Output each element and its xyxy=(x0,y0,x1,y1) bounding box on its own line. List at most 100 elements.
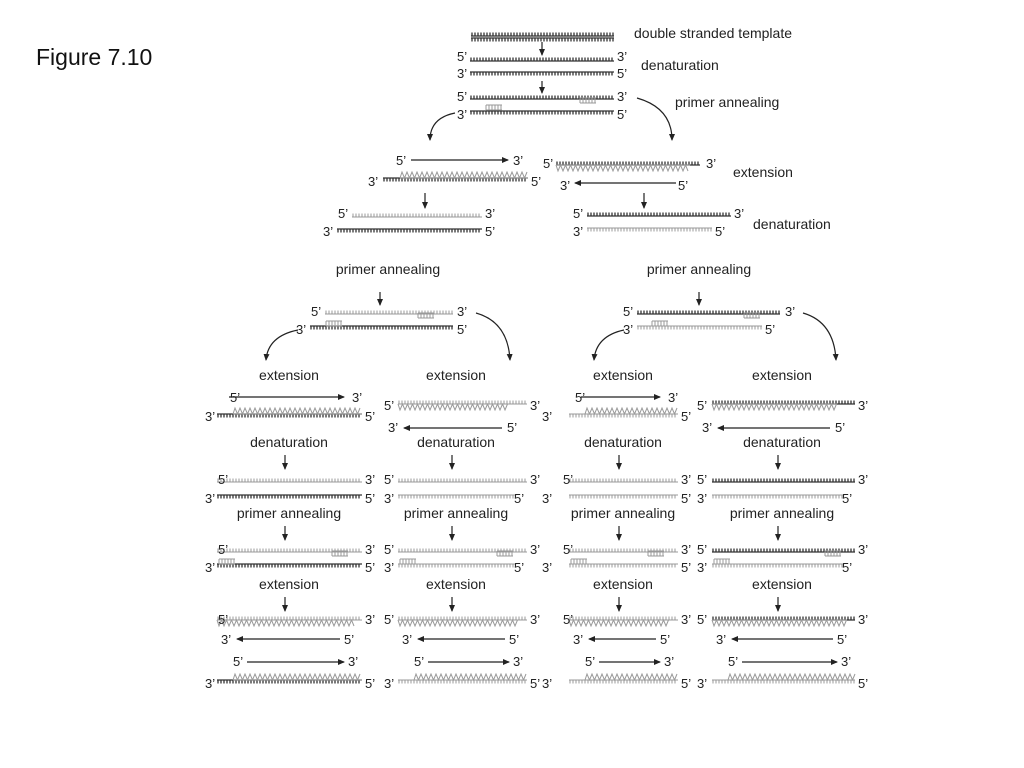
primer xyxy=(417,312,434,319)
five-prime-label: 5’ xyxy=(543,156,553,171)
five-prime-label: 5’ xyxy=(384,472,394,487)
three-prime-label: 3’ xyxy=(530,398,540,413)
five-prime-label: 5’ xyxy=(575,390,585,405)
primer xyxy=(743,312,760,319)
template-strand xyxy=(398,679,527,684)
new-strand xyxy=(232,672,362,682)
five-prime-label: 5’ xyxy=(573,206,583,221)
template-strand xyxy=(337,228,482,233)
extension-label: extension xyxy=(426,576,486,592)
five-prime-label: 5’ xyxy=(365,409,375,424)
denaturation-label: denaturation xyxy=(743,434,821,450)
new-strand xyxy=(711,402,837,412)
template-strand xyxy=(712,400,855,405)
branch-arrow-left xyxy=(263,329,299,361)
five-prime-label: 5’ xyxy=(344,632,354,647)
five-prime-label: 5’ xyxy=(396,153,406,168)
extension-label: extension xyxy=(259,367,319,383)
branch-arrow-right xyxy=(802,312,839,361)
double-stranded-template-label: double stranded template xyxy=(634,25,792,41)
three-prime-label: 3’ xyxy=(697,560,707,575)
process-arrows xyxy=(229,42,839,665)
three-prime-label: 3’ xyxy=(485,206,495,221)
five-prime-label: 5’ xyxy=(697,542,707,557)
three-prime-label: 3’ xyxy=(785,304,795,319)
branch-arrow-right xyxy=(475,312,513,361)
three-prime-label: 3’ xyxy=(542,560,552,575)
denaturation-label: denaturation xyxy=(584,434,662,450)
new-strand xyxy=(584,672,678,682)
three-prime-label: 3’ xyxy=(384,560,394,575)
branch-arrow-left xyxy=(591,329,625,361)
three-prime-label: 3’ xyxy=(365,612,375,627)
three-prime-label: 3’ xyxy=(530,612,540,627)
three-prime-label: 3’ xyxy=(702,420,712,435)
three-prime-label: 3’ xyxy=(365,472,375,487)
three-prime-label: 3’ xyxy=(365,542,375,557)
extension-label: extension xyxy=(752,576,812,592)
new-strand xyxy=(232,406,362,416)
five-prime-label: 5’ xyxy=(563,472,573,487)
three-prime-label: 3’ xyxy=(623,322,633,337)
five-prime-label: 5’ xyxy=(311,304,321,319)
primer xyxy=(824,550,841,557)
three-prime-label: 3’ xyxy=(734,206,744,221)
template-strand xyxy=(471,32,614,37)
five-prime-label: 5’ xyxy=(530,676,540,691)
template-strand xyxy=(587,212,731,217)
five-prime-label: 5’ xyxy=(365,676,375,691)
three-prime-label: 3’ xyxy=(858,472,868,487)
five-prime-label: 5’ xyxy=(842,491,852,506)
three-prime-label: 3’ xyxy=(542,676,552,691)
five-prime-label: 5’ xyxy=(457,322,467,337)
three-prime-label: 3’ xyxy=(205,676,215,691)
new-strand xyxy=(325,310,453,315)
five-prime-label: 5’ xyxy=(697,398,707,413)
five-prime-label: 5’ xyxy=(660,632,670,647)
five-prime-label: 5’ xyxy=(218,542,228,557)
five-prime-label: 5’ xyxy=(218,472,228,487)
three-prime-label: 3’ xyxy=(617,49,627,64)
five-prime-label: 5’ xyxy=(384,612,394,627)
three-prime-label: 3’ xyxy=(664,654,674,669)
denaturation-label: denaturation xyxy=(641,57,719,73)
five-prime-label: 5’ xyxy=(765,322,775,337)
three-prime-label: 3’ xyxy=(221,632,231,647)
five-prime-label: 5’ xyxy=(218,612,228,627)
three-prime-label: 3’ xyxy=(348,654,358,669)
five-prime-label: 5’ xyxy=(858,676,868,691)
three-prime-label: 3’ xyxy=(384,491,394,506)
three-prime-label: 3’ xyxy=(457,304,467,319)
five-prime-label: 5’ xyxy=(681,409,691,424)
primer xyxy=(331,550,348,557)
three-prime-label: 3’ xyxy=(542,409,552,424)
primer xyxy=(496,550,513,557)
bottom-strand xyxy=(217,494,362,499)
five-prime-label: 5’ xyxy=(531,174,541,189)
primer-annealing-label: primer annealing xyxy=(647,261,751,277)
new-strand xyxy=(555,163,690,173)
extension-label: extension xyxy=(426,367,486,383)
new-strand xyxy=(568,618,670,628)
bottom-strand xyxy=(712,563,843,568)
three-prime-label: 3’ xyxy=(697,491,707,506)
five-prime-label: 5’ xyxy=(457,89,467,104)
top-strand xyxy=(712,548,855,553)
template-strand xyxy=(217,616,362,621)
three-prime-label: 3’ xyxy=(402,632,412,647)
new-strand xyxy=(711,618,847,628)
new-strand xyxy=(216,618,355,628)
five-prime-label: 5’ xyxy=(681,676,691,691)
five-prime-label: 5’ xyxy=(365,491,375,506)
five-prime-label: 5’ xyxy=(715,224,725,239)
denaturation-label: denaturation xyxy=(753,216,831,232)
new-strand xyxy=(352,213,482,218)
three-prime-label: 3’ xyxy=(205,491,215,506)
primer xyxy=(651,320,668,327)
branch-arrow-right xyxy=(636,97,675,141)
five-prime-label: 5’ xyxy=(835,420,845,435)
three-prime-label: 3’ xyxy=(716,632,726,647)
five-prime-label: 5’ xyxy=(837,632,847,647)
three-prime-label: 3’ xyxy=(858,612,868,627)
template-strand xyxy=(217,413,362,418)
